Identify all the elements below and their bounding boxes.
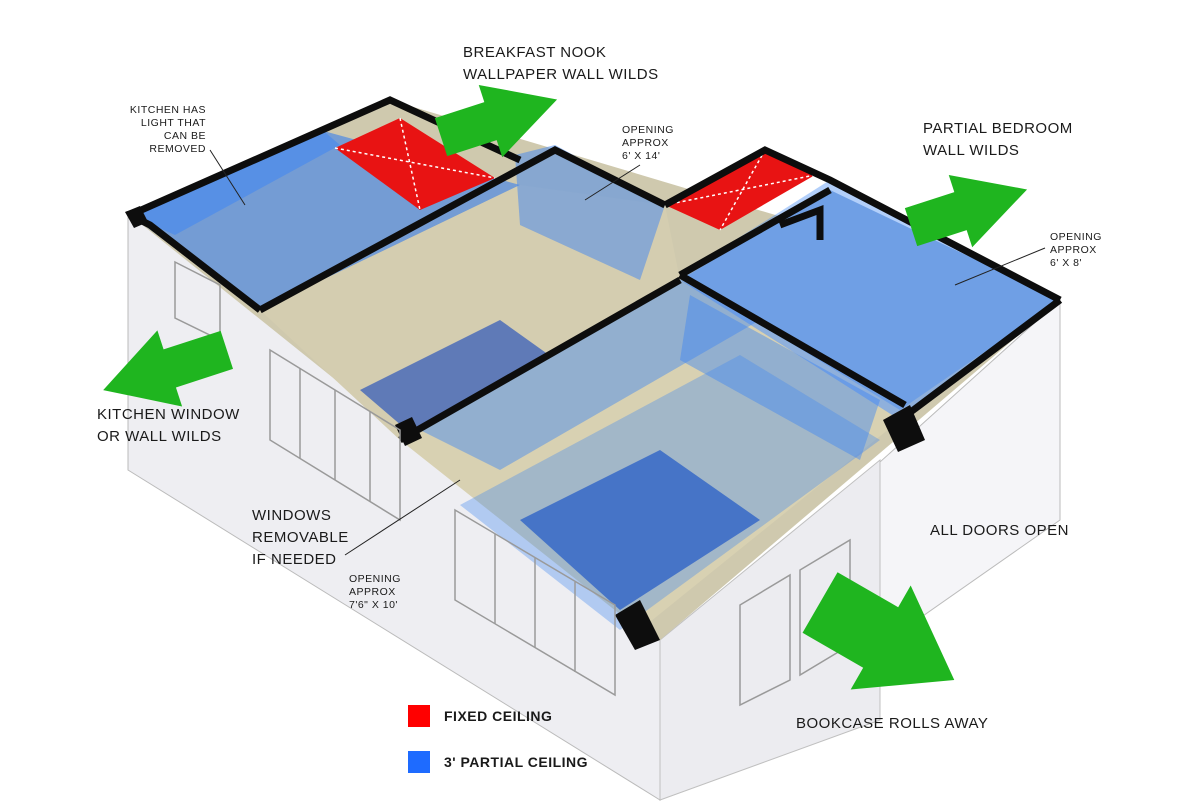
label-opening-6x8: OPENING APPROX 6' X 8': [1050, 231, 1102, 269]
legend-swatch-fixed: [408, 705, 430, 727]
label-partial-bedroom: PARTIAL BEDROOM WALL WILDS: [923, 120, 1073, 159]
label-opening-6x14: OPENING APPROX 6' X 14': [622, 124, 674, 162]
label-all-doors-open: ALL DOORS OPEN: [930, 522, 1069, 539]
label-opening-7x10: OPENING APPROX 7'6" X 10': [349, 573, 401, 611]
dining-rug: [360, 320, 570, 450]
legend-partial-ceiling: 3' PARTIAL CEILING: [408, 751, 588, 773]
partial-ceiling-bedroom: [680, 180, 1060, 410]
arrow-partial-bedroom: [904, 174, 1028, 248]
label-kitchen-light: KITCHEN HAS LIGHT THAT CAN BE REMOVED: [129, 104, 206, 155]
fixed-ceiling-hall: [665, 150, 815, 230]
arrow-bookcase: [802, 572, 955, 690]
label-windows-removable: WINDOWS REMOVABLE IF NEEDED: [252, 507, 349, 568]
living-rug: [520, 450, 760, 610]
label-breakfast-nook: BREAKFAST NOOK WALLPAPER WALL WILDS: [463, 44, 659, 83]
partial-ceiling-front: [460, 355, 880, 630]
label-kitchen-window: KITCHEN WINDOW OR WALL WILDS: [97, 406, 240, 445]
exterior-wall-front: [659, 458, 881, 801]
legend-label-fixed: FIXED CEILING: [444, 708, 553, 724]
fixed-ceiling-nook: [335, 118, 495, 210]
partial-ceiling-living: [420, 280, 760, 470]
legend-label-partial: 3' PARTIAL CEILING: [444, 754, 589, 770]
label-bookcase-rolls: BOOKCASE ROLLS AWAY: [796, 715, 989, 732]
arrow-kitchen-window: [103, 330, 233, 407]
arrow-icon: [103, 84, 1028, 690]
legend-swatch-partial: [408, 751, 430, 773]
wall-tops: [128, 96, 1063, 444]
partial-ceiling-dining: [515, 145, 665, 280]
wall-caps: [125, 206, 925, 650]
leader-lines: [209, 149, 1046, 556]
partial-ceiling-kitchen: [130, 128, 340, 235]
legend-fixed-ceiling: FIXED CEILING: [408, 705, 552, 727]
partial-ceiling-living-right: [680, 295, 880, 460]
arrow-breakfast-nook: [434, 84, 558, 158]
bedroom-floor: [680, 190, 1060, 420]
